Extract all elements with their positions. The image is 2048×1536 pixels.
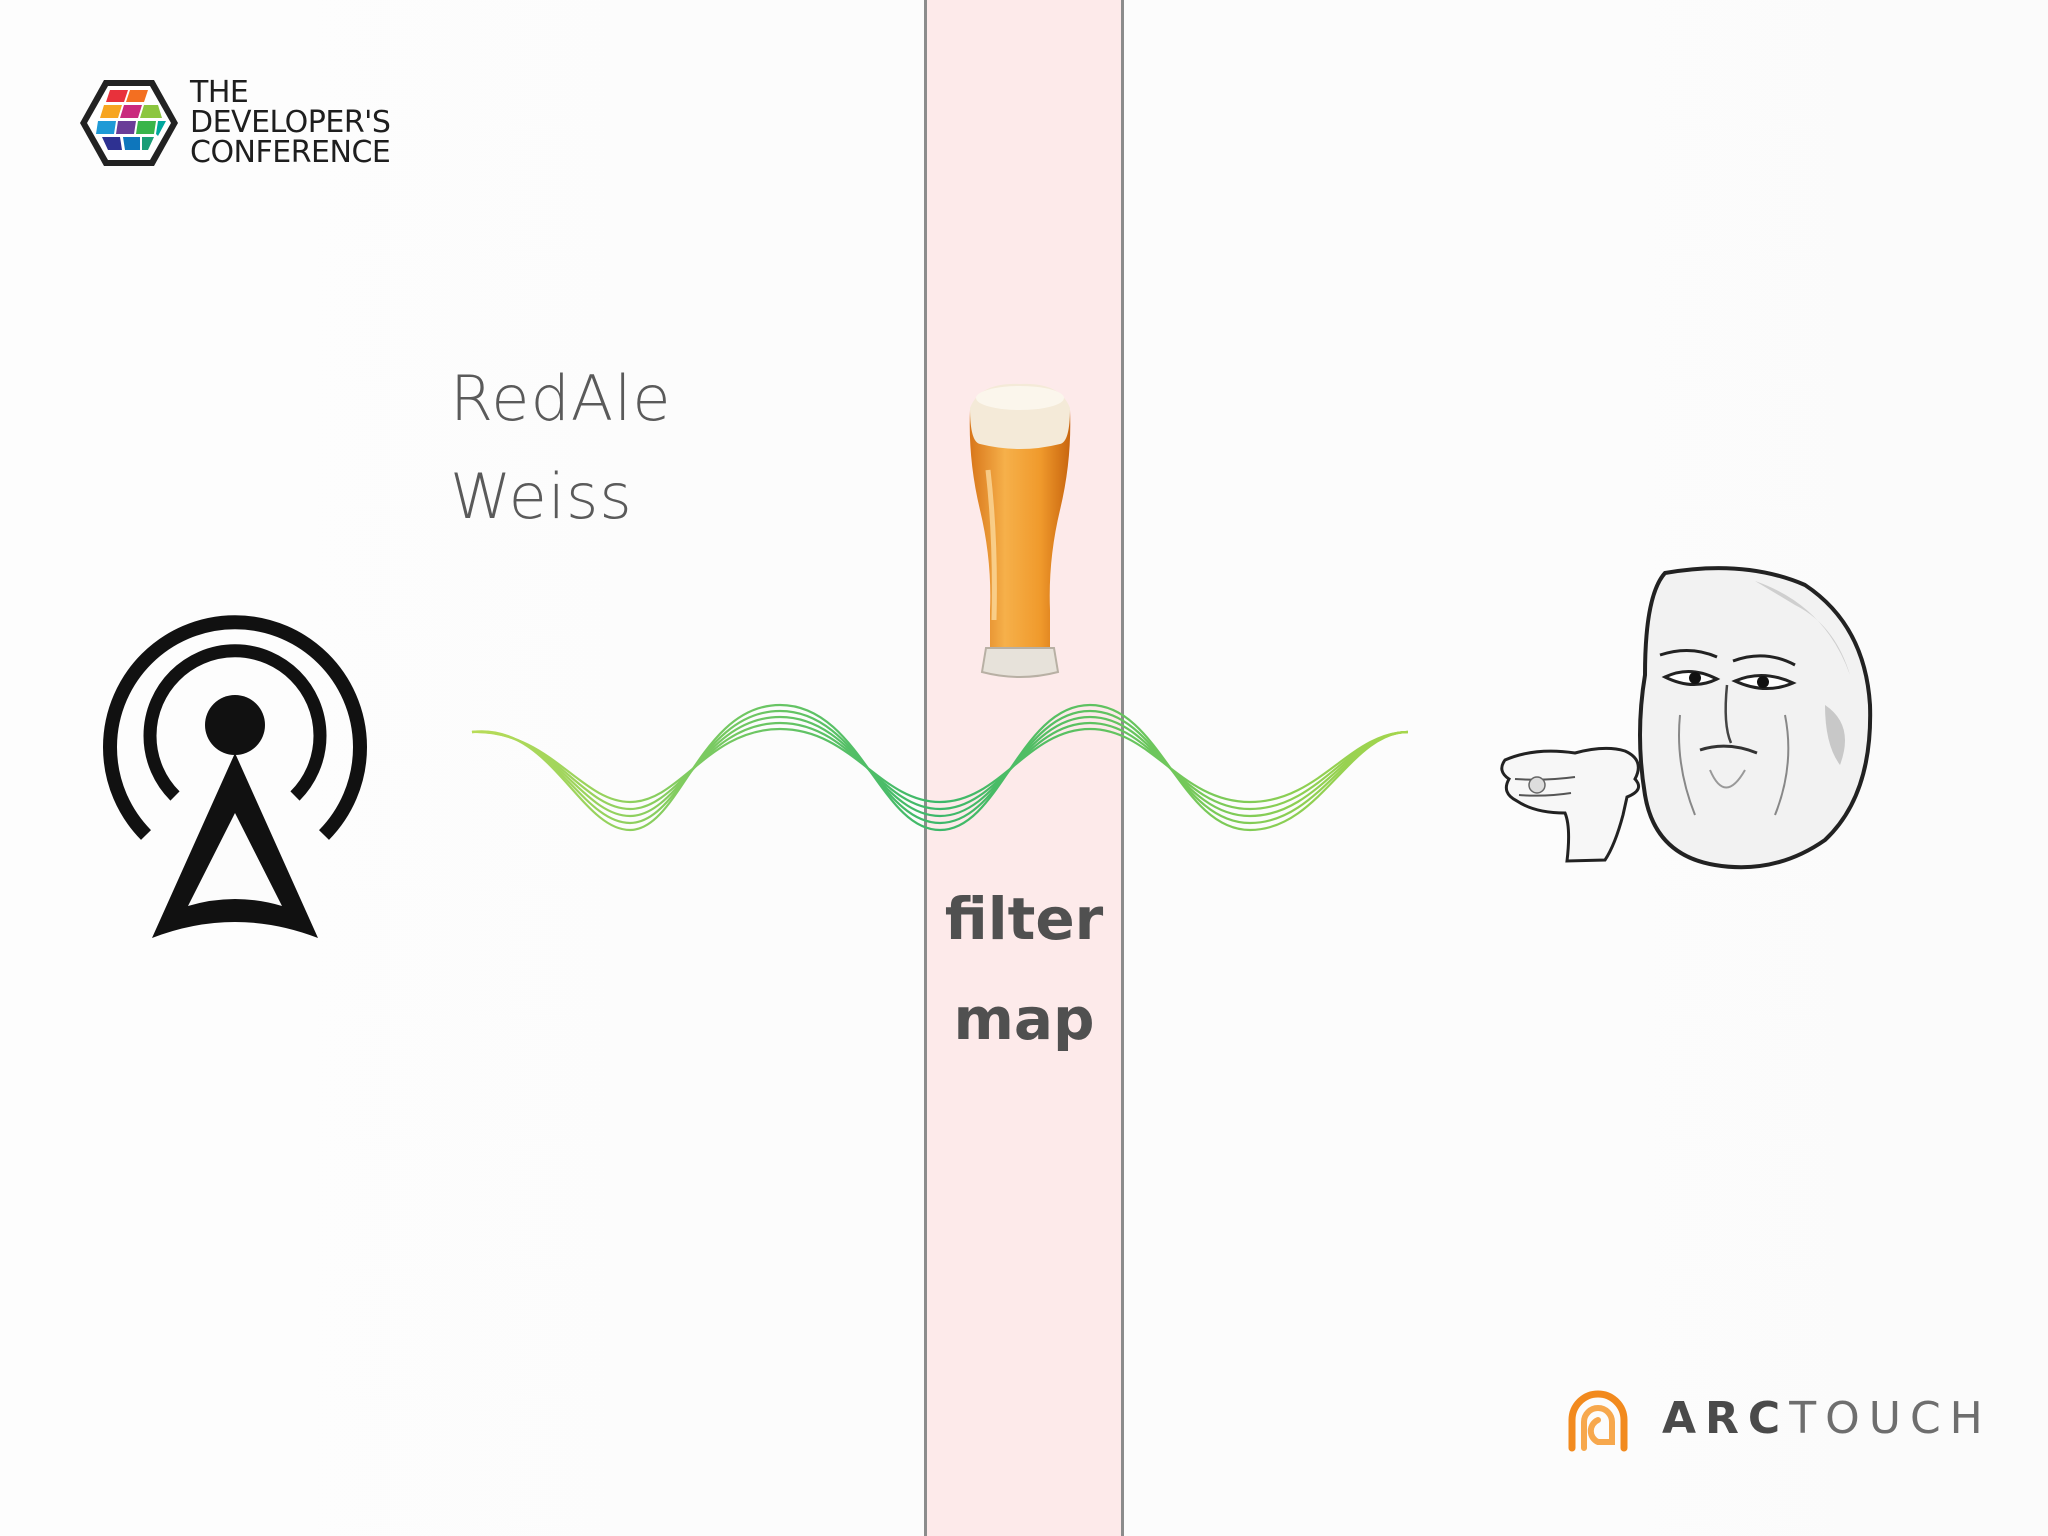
arctouch-logo-icon <box>1568 1390 1628 1452</box>
conference-name: THE DEVELOPER'S CONFERENCE <box>190 75 391 170</box>
arctouch-prefix: ARC <box>1662 1392 1790 1444</box>
arctouch-suffix: TOUCH <box>1789 1392 1992 1444</box>
meme-face-icon <box>1500 566 1873 870</box>
operator-map: map <box>953 985 1095 1053</box>
antenna-icon <box>103 615 367 938</box>
beer-glass-icon <box>969 383 1071 678</box>
filter-band <box>924 0 1124 1536</box>
developers-conference-logo: THE DEVELOPER'S CONFERENCE <box>78 75 391 170</box>
wave-signal-icon <box>471 703 1409 832</box>
stream-item-weiss: Weiss <box>450 460 633 533</box>
conference-line-1: THE <box>190 75 249 110</box>
conference-line-2: DEVELOPER'S <box>190 105 391 140</box>
developers-conference-logo-icon <box>80 80 178 166</box>
operator-filter: filter <box>944 885 1104 953</box>
arctouch-logo: ARCTOUCH <box>1560 1382 1992 1454</box>
conference-line-3: CONFERENCE <box>190 135 391 170</box>
stream-item-redale: RedAle <box>450 362 672 435</box>
arctouch-wordmark: ARCTOUCH <box>1662 1393 1992 1444</box>
